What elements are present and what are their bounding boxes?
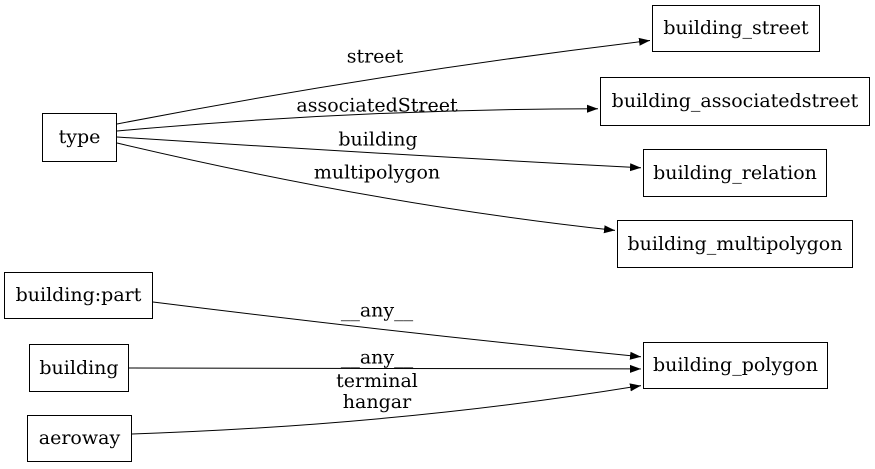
node-aeroway: aeroway (27, 415, 132, 462)
node-building-street: building_street (652, 5, 820, 52)
node-type: type (42, 113, 117, 162)
edge-label-building: building (338, 128, 418, 151)
edge-type-building-associatedstreet (116, 104, 599, 132)
node-building-multipolygon: building_multipolygon (617, 220, 853, 268)
edge-aeroway-building-polygon (131, 383, 642, 435)
edge-type-building-street (116, 37, 651, 125)
edge-label-associatedstreet: associatedStreet (296, 94, 458, 117)
edge-label-street: street (346, 45, 404, 68)
node-type-label: type (58, 126, 101, 148)
node-building-part-label: building:part (15, 284, 142, 306)
node-building-part: building:part (4, 272, 153, 319)
edge-label-any-1: __any__ (340, 299, 414, 322)
node-building-relation-label: building_relation (653, 161, 817, 184)
edge-buildingpart-building-polygon (152, 301, 642, 360)
node-building-relation: building_relation (643, 149, 827, 197)
node-building-associatedstreet: building_associatedstreet (600, 77, 870, 126)
node-aeroway-label: aeroway (38, 427, 121, 449)
node-building-associatedstreet-label: building_associatedstreet (611, 90, 859, 112)
node-building-street-label: building_street (663, 17, 809, 39)
edge-building-building-polygon (128, 364, 642, 373)
node-building-polygon: building_polygon (643, 342, 828, 389)
node-building-multipolygon-label: building_multipolygon (627, 232, 843, 255)
edge-label-any-2: __any__ (340, 346, 414, 369)
edge-type-building-relation (116, 136, 642, 172)
edge-type-building-multipolygon (116, 142, 616, 234)
node-building-polygon-label: building_polygon (653, 354, 818, 376)
edge-label-multipolygon: multipolygon (313, 161, 441, 184)
node-building-label: building (39, 356, 119, 379)
edge-label-terminal-hangar: terminal hangar (336, 370, 418, 413)
node-building: building (29, 344, 129, 392)
